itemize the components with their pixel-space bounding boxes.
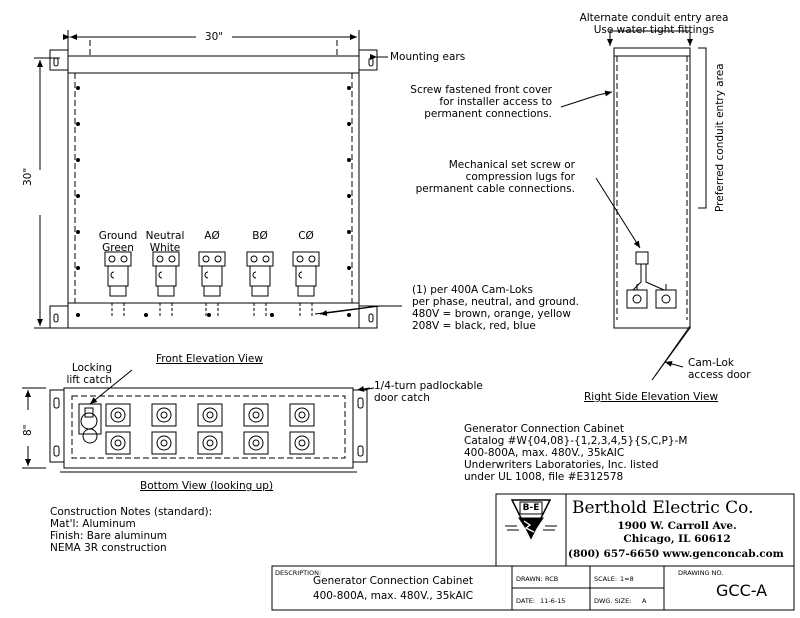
- terminal-ground-label: Ground Green: [94, 230, 142, 254]
- locking-catch-line: lift catch: [66, 374, 112, 386]
- spec-title: Generator Connection Cabinet: [464, 423, 624, 435]
- camlok-note: (1) per 400A Cam-Loks per phase, neutral…: [412, 284, 579, 332]
- padlock-catch-line: 1/4-turn padlockable: [374, 380, 483, 392]
- terminal-label-line1: Neutral: [145, 230, 185, 242]
- size-value: A: [642, 597, 647, 605]
- front-cover-note-line: for installer access to: [439, 96, 552, 108]
- side-elevation-title: Right Side Elevation View: [584, 391, 719, 403]
- spec-block: Generator Connection Cabinet Catalog #W{…: [464, 423, 687, 483]
- date-value: 11-6-15: [540, 597, 566, 605]
- locking-catch-line: Locking: [71, 362, 112, 374]
- description-line-2: 400-800A, max. 480V., 35kAIC: [312, 590, 474, 602]
- spec-line: 400-800A, max. 480V., 35kAIC: [464, 447, 625, 459]
- terminal-a-phase-label: AØ: [204, 230, 220, 242]
- alternate-conduit-line: Use water tight fittings: [593, 24, 715, 36]
- company-phone-web: (800) 657-6650 www.genconcab.com: [568, 548, 784, 560]
- camlok-door-line: access door: [688, 369, 751, 381]
- drawn-label: DRAWN:: [516, 575, 543, 583]
- terminal-c-phase-label: CØ: [298, 230, 314, 242]
- spec-line: under UL 1008, file #E312578: [464, 471, 624, 483]
- right-side-elevation-view: [560, 30, 707, 381]
- bottom-depth-dimension: 8": [22, 424, 34, 436]
- date-label: DATE:: [516, 597, 536, 605]
- front-elevation-title: Front Elevation View: [156, 353, 263, 365]
- locking-catch-label: Locking lift catch: [46, 362, 112, 386]
- front-cover-note-line: Screw fastened front cover: [410, 84, 552, 96]
- terminal-label-line2: Green: [102, 242, 134, 254]
- description-line-1: Generator Connection Cabinet: [313, 575, 473, 587]
- construction-note-line: NEMA 3R construction: [50, 542, 167, 554]
- mechanical-lug-note-line: permanent cable connections.: [415, 183, 575, 195]
- camlok-note-line: 208V = black, red, blue: [412, 320, 536, 332]
- camlok-note-line: (1) per 400A Cam-Loks: [412, 284, 533, 296]
- construction-notes: Construction Notes (standard): Mat'l: Al…: [50, 506, 212, 554]
- padlock-catch-line: door catch: [374, 392, 430, 404]
- front-cover-note: Screw fastened front cover for installer…: [380, 84, 552, 120]
- mechanical-lug-note-line: compression lugs for: [465, 171, 575, 183]
- alternate-conduit-label: Alternate conduit entry area Use water t…: [566, 12, 742, 36]
- mechanical-lug-note: Mechanical set screw or compression lugs…: [400, 159, 575, 195]
- front-elevation-view: [34, 30, 402, 329]
- front-width-dimension: 30": [204, 31, 224, 43]
- construction-notes-title: Construction Notes (standard):: [50, 506, 213, 518]
- camlok-note-line: 480V = brown, orange, yellow: [412, 308, 571, 320]
- company-logo-text: B-E: [522, 503, 540, 513]
- terminal-label-line2: White: [149, 242, 181, 254]
- scale-label: SCALE:: [594, 575, 618, 583]
- bottom-view: [22, 369, 375, 473]
- company-name: Berthold Electric Co.: [572, 498, 754, 518]
- front-cover-note-line: permanent connections.: [424, 108, 552, 120]
- preferred-conduit-label: Preferred conduit entry area: [714, 63, 726, 212]
- terminal-label-line1: Ground: [98, 230, 138, 242]
- camlok-door-line: Cam-Lok: [688, 357, 734, 369]
- company-address-2: Chicago, IL 60612: [623, 533, 731, 545]
- alternate-conduit-line: Alternate conduit entry area: [579, 12, 729, 24]
- camlok-door-label: Cam-Lok access door: [688, 357, 751, 381]
- front-height-dimension: 30": [22, 167, 34, 186]
- spec-line: Catalog #W{04,08}-{1,2,3,4,5}{S,C,P}-M: [464, 435, 688, 447]
- drawing-number-value: GCC-A: [716, 581, 768, 600]
- drawing-number-label: DRAWING NO.: [678, 569, 724, 577]
- drawn-value: RCB: [545, 575, 559, 583]
- camlok-note-line: per phase, neutral, and ground.: [412, 296, 579, 308]
- company-address-1: 1900 W. Carroll Ave.: [617, 520, 737, 532]
- construction-note-line: Finish: Bare aluminum: [50, 530, 167, 542]
- bottom-view-title: Bottom View (looking up): [140, 480, 274, 492]
- size-label: DWG. SIZE:: [594, 597, 632, 605]
- terminal-neutral-label: Neutral White: [140, 230, 190, 254]
- padlock-catch-label: 1/4-turn padlockable door catch: [374, 380, 483, 404]
- description-label: DESCRIPTION:: [275, 569, 322, 577]
- terminal-b-phase-label: BØ: [252, 230, 268, 242]
- title-block-lines: [271, 493, 795, 611]
- construction-note-line: Mat'l: Aluminum: [50, 518, 136, 530]
- spec-line: Underwriters Laboratories, Inc. listed: [464, 459, 659, 471]
- scale-value: 1=8: [620, 575, 634, 583]
- mounting-ears-label: Mounting ears: [390, 51, 466, 63]
- mechanical-lug-note-line: Mechanical set screw or: [448, 159, 575, 171]
